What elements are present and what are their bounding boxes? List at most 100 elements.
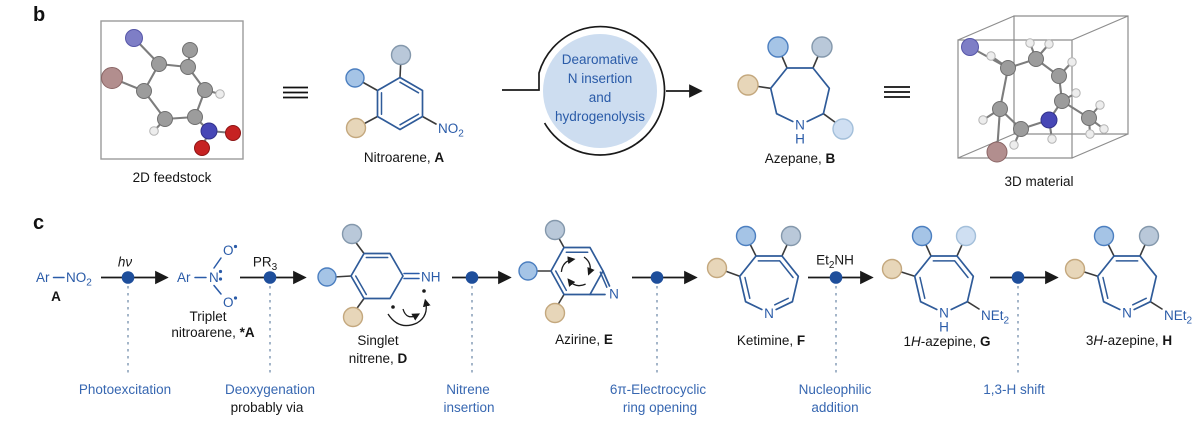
start-compound: Ar NO2 <box>36 270 92 289</box>
caption-text: -azepine, <box>920 334 981 349</box>
caption-text: Azirine, <box>555 332 604 347</box>
identity-symbol <box>283 86 308 99</box>
step-label-probably-via: probably via <box>230 400 304 415</box>
cycle-disc <box>543 34 657 148</box>
caption-text: nitroarene, <box>171 325 240 340</box>
start-compound-tag: A <box>51 289 61 304</box>
compound-tag: A <box>434 150 445 165</box>
singlet-nitrene-structure: NH <box>317 223 441 328</box>
no2-label: NO2 <box>438 121 464 140</box>
electron-dot <box>391 305 395 309</box>
caption-text: 3 <box>1085 333 1094 348</box>
nitro-n-atom <box>200 122 218 140</box>
curved-arrow <box>583 256 595 276</box>
nh-label: NH <box>421 270 441 285</box>
caption-text: Nitroarene, <box>363 150 435 165</box>
ring-n-atom <box>1040 111 1058 129</box>
methyl-atom <box>182 42 198 58</box>
singlet-caption-line1: Singlet <box>357 333 399 348</box>
h-atom <box>215 89 225 99</box>
compound-tag: B <box>825 151 836 166</box>
step-label-ring-opening: ring opening <box>622 400 698 415</box>
step-dot <box>263 271 277 284</box>
hv-reagent-label: hν <box>118 255 133 270</box>
azirine-caption: Azirine, E <box>555 332 613 348</box>
unit-cell-cube <box>957 15 1129 159</box>
nitroarene-structure: NO2 <box>345 44 464 140</box>
n-label: N <box>209 270 219 285</box>
curved-arrow <box>568 276 585 290</box>
step-label-addition: addition <box>811 400 859 415</box>
substituent-circle-blue <box>1093 225 1115 247</box>
triplet-caption-line1: Triplet <box>189 309 227 324</box>
substituent-circle-blue <box>518 261 538 281</box>
cycle-arc-top <box>502 25 666 145</box>
caption-italic: H <box>910 334 921 349</box>
material-molecule <box>961 38 1109 163</box>
caption-text: 1 <box>903 334 911 349</box>
step-dot <box>121 271 135 284</box>
cycle-line: N insertion <box>567 71 633 86</box>
n-atom <box>125 29 143 47</box>
compound-tag: E <box>603 332 613 347</box>
step-dot <box>829 271 843 284</box>
c-atom <box>180 59 196 75</box>
n-label: N <box>609 287 619 302</box>
substituent-circle-greyblue <box>341 223 363 245</box>
step-label-nucleophilic: Nucleophilic <box>798 382 872 397</box>
panel-c-label: c <box>33 212 45 234</box>
feedstock-image <box>100 20 244 160</box>
cycle-line: hydrogenolysis <box>554 109 646 124</box>
substituent-circle-blue <box>345 68 365 88</box>
lone-pair-dot <box>218 277 223 281</box>
n-label: N <box>764 306 774 321</box>
step-label-deoxygenation: Deoxygenation <box>224 382 316 397</box>
feedstock-caption: 2D feedstock <box>132 170 212 185</box>
azepine-3h-caption: 3H-azepine, H <box>1086 333 1172 349</box>
substituent-circle-tan <box>1064 258 1086 280</box>
n-atom <box>961 38 979 56</box>
substituent-circle-greyblue <box>544 219 566 241</box>
step-label-electrocyclic: 6π-Electrocyclic <box>609 382 707 397</box>
br-atom <box>101 67 123 89</box>
triplet-nitroarene-structure: Ar N O O <box>177 243 238 310</box>
cycle-line: Dearomative <box>561 52 639 67</box>
compound-tag: F <box>796 333 806 348</box>
material-caption: 3D material <box>1004 174 1074 189</box>
o-atom <box>194 140 210 156</box>
cycle-arc-bottom <box>543 122 644 156</box>
radical-dot <box>233 296 238 300</box>
substituent-circle-blue <box>735 225 757 247</box>
cycle-line: and <box>588 90 612 105</box>
curved-arrow <box>558 258 575 272</box>
ring-h-label: H <box>939 320 949 335</box>
curved-arrow <box>402 308 421 321</box>
substituent-circle-blue <box>317 267 337 287</box>
substituent-circle-greyblue <box>1138 225 1160 247</box>
substituent-circle-tan <box>544 302 566 324</box>
no2-label: NO2 <box>66 270 92 289</box>
compound-tag: H <box>1162 333 1173 348</box>
substituent-circle-blue <box>767 36 789 58</box>
mechanism-arrows: hν PR3 Et2NH <box>101 253 1059 374</box>
ar-label: Ar <box>177 270 191 285</box>
azepine-1h-caption: 1H-azepine, G <box>903 334 990 350</box>
compound-tag: D <box>397 351 408 366</box>
o-atom <box>225 125 241 141</box>
c-atom <box>197 82 213 98</box>
o-label: O <box>223 295 234 310</box>
h-atom <box>149 126 159 136</box>
ring-n-label: N <box>1122 306 1132 321</box>
c-atom <box>136 83 152 99</box>
azepane-caption: Azepane, B <box>765 151 836 167</box>
ring-h-label: H <box>795 132 805 147</box>
substituent-circle-greyblue <box>811 36 833 58</box>
pr3-reagent-label: PR3 <box>253 255 278 274</box>
substituent-circle-tan <box>737 74 759 96</box>
substituent-circle-greyblue <box>780 225 802 247</box>
c-atom <box>157 111 173 127</box>
azepine-3h-structure: N NEt2 <box>1064 225 1193 327</box>
panel-b-label: b <box>33 4 46 26</box>
